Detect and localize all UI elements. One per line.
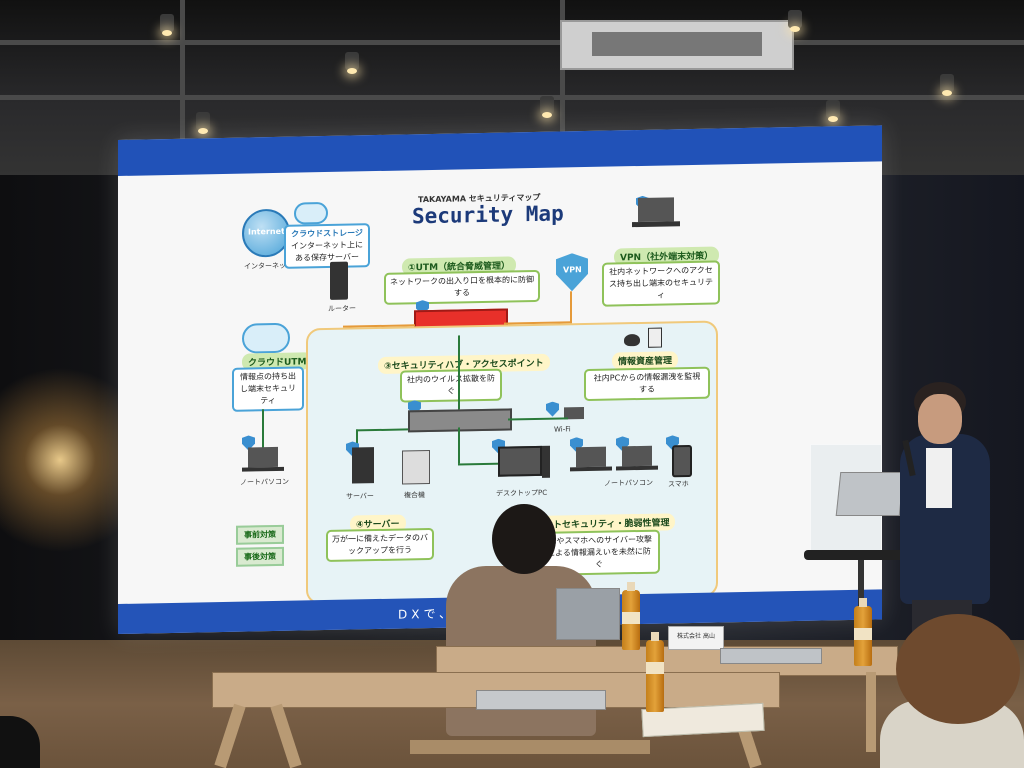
internet-globe-icon: Internet <box>242 208 290 258</box>
cloud-storage-box: クラウドストレージ インターネット上にある保存サーバー <box>284 223 370 269</box>
smartphone-caption: スマホ <box>668 480 689 489</box>
spotlight <box>788 10 802 32</box>
vpn-desc: 社内ネットワークへのアクセス持ち出し端末のセキュリティ <box>602 260 720 307</box>
notebook-right-caption: ノートパソコン <box>604 478 653 488</box>
cloud-storage-desc: インターネット上にある保存サーバー <box>291 240 363 263</box>
spotlight <box>345 52 359 74</box>
utm-desc: ネットワークの出入り口を根本的に防御する <box>384 269 540 305</box>
tea-bottle <box>854 598 872 666</box>
connector-line <box>458 427 460 464</box>
ceiling-beam <box>560 0 565 175</box>
slide-title: Security Map <box>412 201 564 229</box>
server-desc: 万が一に備えたデータのバックアップを行う <box>326 527 434 563</box>
tea-bottle <box>622 582 640 650</box>
ceiling-beam <box>0 95 1024 100</box>
spotlight <box>826 100 840 122</box>
eye-icon <box>624 333 640 347</box>
connector-line <box>262 409 264 450</box>
tea-bottle <box>646 632 664 712</box>
mfp-caption: 複合機 <box>404 491 425 500</box>
server-caption: サーバー <box>346 492 374 501</box>
smartphone-icon <box>672 444 692 478</box>
laptop-base <box>616 465 658 471</box>
notebook-left-caption: ノートパソコン <box>240 477 289 487</box>
globe-label: Internet <box>248 226 285 237</box>
audience-head <box>492 504 556 574</box>
desktop-monitor-icon <box>498 445 542 477</box>
cloud-utm-icon <box>242 322 290 354</box>
presenter-face <box>918 394 962 444</box>
router-icon <box>330 261 348 300</box>
desktop-tower-icon <box>542 445 550 478</box>
audience-head <box>896 614 1020 724</box>
presenter-laptop <box>835 472 905 516</box>
ceiling-beam <box>0 40 1024 45</box>
spotlight <box>160 14 174 36</box>
pre-measure-label: 事前対策 <box>236 524 284 545</box>
spotlight <box>196 112 210 134</box>
cloud-utm-desc: 情報点の持ち出し端末セキュリティ <box>232 366 304 412</box>
hub-desc: 社内のウイルス拡散を防ぐ <box>400 368 502 403</box>
connector-line <box>458 335 460 410</box>
closed-laptop <box>476 690 606 710</box>
laptop-icon <box>638 197 674 223</box>
security-hub-icon <box>408 408 512 433</box>
spotlight <box>540 96 554 118</box>
audience-laptop <box>556 588 620 640</box>
laptop-base <box>242 466 284 472</box>
wifi-caption: Wi-Fi <box>554 425 571 434</box>
server-icon <box>352 447 374 484</box>
desktop-caption: デスクトップPC <box>496 488 548 498</box>
connector-line <box>570 291 572 324</box>
laptop-icon <box>622 445 652 467</box>
ceiling-vent <box>560 20 794 70</box>
closed-laptop <box>720 648 822 664</box>
asset-desc: 社内PCからの情報漏洩を監視する <box>584 366 710 402</box>
laptop-base <box>570 466 612 472</box>
mfp-icon <box>402 450 430 485</box>
post-measure-label: 事後対策 <box>236 546 284 567</box>
podium-stand-top <box>804 550 914 560</box>
laptop-icon <box>576 446 606 468</box>
document-icon <box>648 327 662 348</box>
cloud-icon <box>294 201 328 225</box>
vpn-shield-icon: VPN <box>556 253 588 292</box>
router-caption: ルーター <box>328 304 356 313</box>
presenter-shirt <box>926 448 952 508</box>
laptop-base <box>632 221 680 228</box>
bench <box>410 740 650 754</box>
ceiling-beam <box>180 0 185 175</box>
spotlight <box>940 74 954 96</box>
nameplate: 株式会社 高山 <box>668 626 724 650</box>
laptop-icon <box>248 446 278 468</box>
table-leg <box>866 672 876 752</box>
vpn-icon-label: VPN <box>563 265 582 275</box>
